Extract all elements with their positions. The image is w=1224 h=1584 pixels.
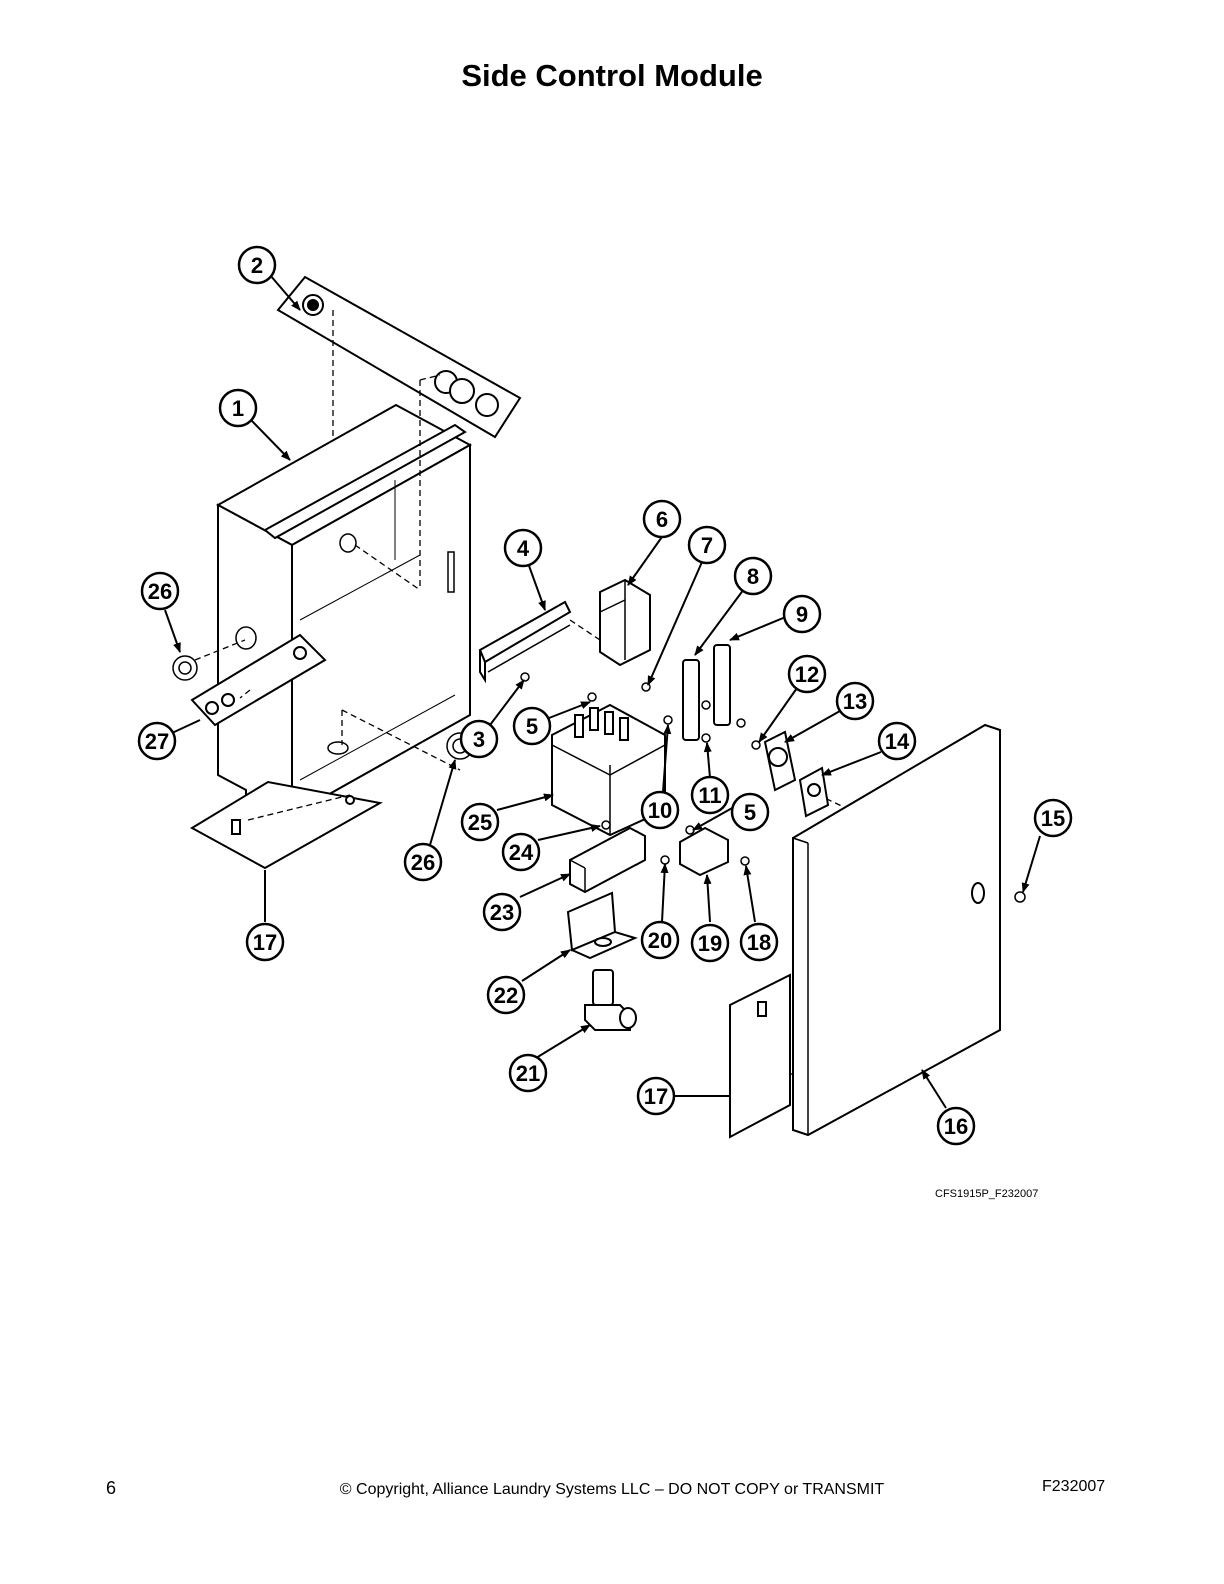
callout-label: 10 xyxy=(648,798,672,823)
callout-label: 25 xyxy=(468,810,492,835)
callout-c1: 1 xyxy=(218,388,258,428)
callout-c3: 3 xyxy=(459,719,499,759)
callout-label: 12 xyxy=(795,662,819,687)
callout-c13: 13 xyxy=(835,681,875,721)
callout-c12: 12 xyxy=(787,654,827,694)
callout-c5b: 5 xyxy=(730,792,770,832)
callout-label: 2 xyxy=(251,253,263,278)
contactor xyxy=(599,578,651,667)
figure-id: CFS1915P_F232007 xyxy=(935,1188,1039,1200)
callout-label: 17 xyxy=(644,1084,668,1109)
callout-c26b: 26 xyxy=(403,842,443,882)
callout-c25: 25 xyxy=(460,802,500,842)
bottom-bracket-inset xyxy=(189,780,383,870)
callout-c2: 2 xyxy=(237,245,277,285)
callout-c6: 6 xyxy=(642,499,682,539)
callout-c27: 27 xyxy=(137,721,177,761)
callout-label: 11 xyxy=(698,783,721,808)
page-title: Side Control Module xyxy=(461,58,763,93)
callout-c5a: 5 xyxy=(512,706,552,746)
callout-label: 3 xyxy=(473,727,485,752)
callout-label: 14 xyxy=(885,729,910,754)
callout-c23: 23 xyxy=(482,892,522,932)
callout-label: 24 xyxy=(509,840,534,865)
callout-c17a: 17 xyxy=(245,922,285,962)
cable-gland-inset xyxy=(276,275,522,439)
door-panel xyxy=(792,723,1001,1137)
small-relay xyxy=(679,826,729,877)
callout-c10: 10 xyxy=(640,790,680,830)
callout-label: 26 xyxy=(148,579,172,604)
callout-label: 4 xyxy=(517,536,530,561)
callout-label: 8 xyxy=(747,564,759,589)
callout-label: 17 xyxy=(253,930,277,955)
copyright-notice: © Copyright, Alliance Laundry Systems LL… xyxy=(339,1481,885,1498)
callout-c9: 9 xyxy=(782,594,822,634)
push-button-assembly xyxy=(763,730,830,818)
callout-c17b: 17 xyxy=(636,1076,676,1116)
callout-label: 19 xyxy=(698,931,722,956)
callout-c4: 4 xyxy=(503,528,543,568)
pressure-regulator xyxy=(584,969,637,1031)
callout-label: 5 xyxy=(526,714,538,739)
door-hinge-inset xyxy=(729,973,791,1139)
callout-label: 1 xyxy=(232,396,244,421)
terminal-blocks xyxy=(682,644,731,741)
callout-c15: 15 xyxy=(1033,798,1073,838)
enclosure-box xyxy=(215,403,473,832)
mounting-bracket xyxy=(566,891,638,960)
callout-c20: 20 xyxy=(640,920,680,960)
din-rail xyxy=(478,600,572,684)
callout-c21: 21 xyxy=(508,1053,548,1093)
callout-label: 16 xyxy=(944,1114,968,1139)
callout-c24: 24 xyxy=(501,832,541,872)
callout-c8: 8 xyxy=(733,556,773,596)
callout-c26a: 26 xyxy=(140,571,180,611)
callout-label: 5 xyxy=(744,800,756,825)
callout-c7: 7 xyxy=(687,525,727,565)
callout-c16: 16 xyxy=(936,1106,976,1146)
callout-label: 7 xyxy=(701,533,713,558)
callout-c18: 18 xyxy=(739,922,779,962)
callout-label: 21 xyxy=(516,1061,540,1086)
callout-label: 27 xyxy=(145,729,169,754)
callout-label: 13 xyxy=(843,689,867,714)
callout-label: 22 xyxy=(494,983,518,1008)
callout-c14: 14 xyxy=(877,721,917,761)
callout-label: 26 xyxy=(411,850,435,875)
callout-label: 6 xyxy=(656,507,668,532)
callout-label: 9 xyxy=(796,602,808,627)
callout-label: 15 xyxy=(1041,806,1065,831)
page-number: 6 xyxy=(106,1478,117,1498)
side-gland-inset xyxy=(190,633,327,727)
callout-c19: 19 xyxy=(690,923,730,963)
callout-c22: 22 xyxy=(486,975,526,1015)
document-code: F232007 xyxy=(1042,1478,1106,1495)
callout-label: 18 xyxy=(747,930,771,955)
power-supply-block xyxy=(569,826,646,894)
callout-label: 20 xyxy=(648,928,672,953)
callout-c11: 11 xyxy=(690,775,730,815)
leader-lines xyxy=(164,274,1041,1109)
callout-label: 23 xyxy=(490,900,514,925)
